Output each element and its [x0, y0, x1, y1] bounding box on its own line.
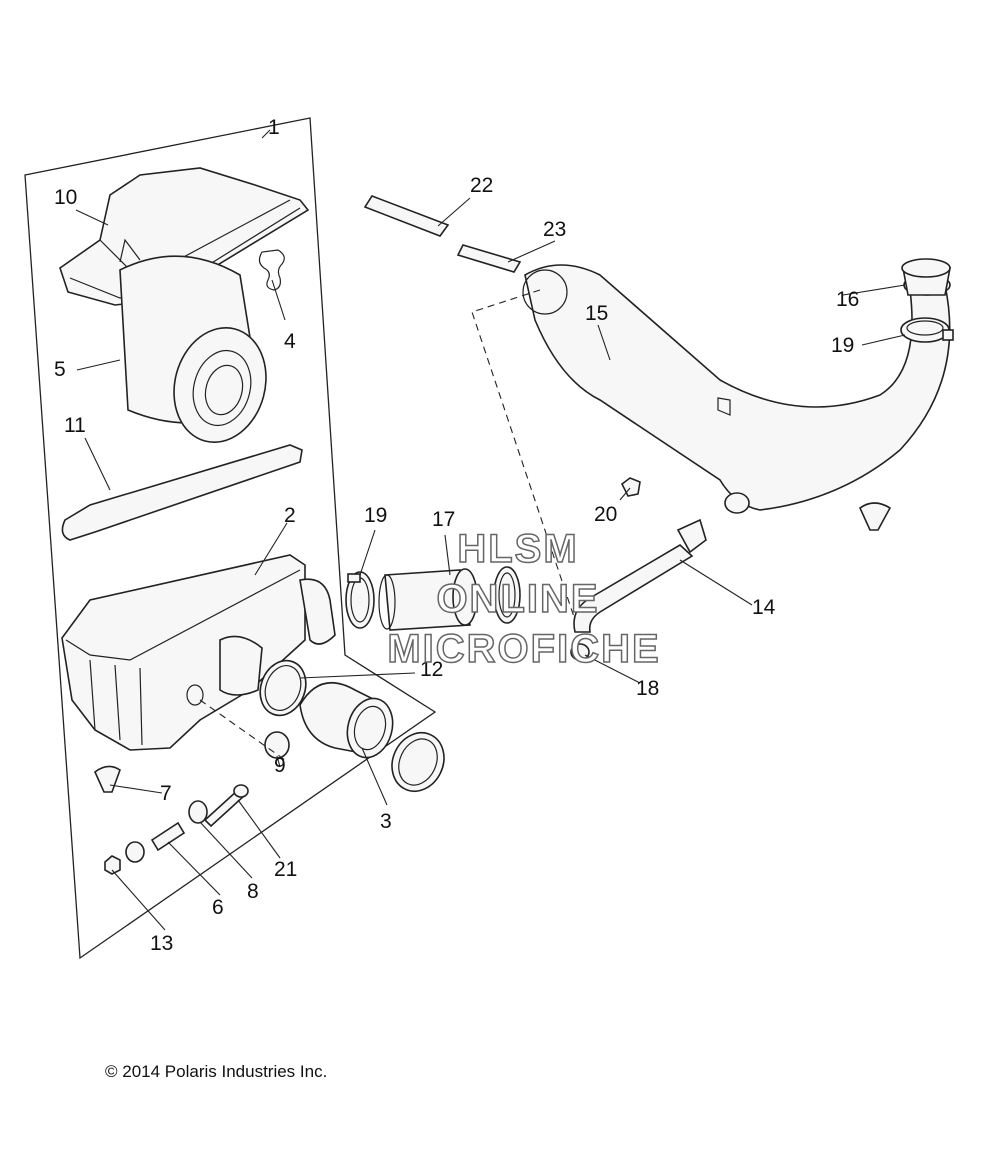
hose-clamp-19-right [900, 317, 954, 343]
nut [104, 841, 145, 875]
drain-valve [94, 765, 121, 793]
callout-20: 20 [594, 503, 617, 526]
callout-13: 13 [150, 932, 173, 955]
callout-4: 4 [284, 330, 296, 353]
copyright-notice: © 2014 Polaris Industries Inc. [105, 1062, 328, 1081]
callout-1: 1 [268, 116, 280, 139]
callout-11: 11 [64, 414, 86, 437]
callout-22: 22 [470, 174, 493, 197]
watermark-line-3: MICROFICHE [387, 627, 660, 671]
airbox-base [61, 554, 336, 751]
air-filter [119, 255, 267, 444]
bolt [203, 784, 249, 828]
airbox-seal [61, 444, 303, 541]
callout-21: 21 [274, 858, 297, 881]
callout-7: 7 [160, 782, 172, 805]
breather-hose [573, 518, 707, 633]
sleeve [150, 821, 186, 852]
callout-3: 3 [380, 810, 392, 833]
callout-9: 9 [274, 754, 286, 777]
callout-2: 2 [284, 504, 296, 527]
fitting [570, 643, 590, 661]
callout-17: 17 [432, 508, 455, 531]
assembly-frame [24, 117, 437, 960]
hose-clamp-12 [259, 659, 307, 717]
decal-22 [363, 195, 450, 237]
callout-15: 15 [585, 302, 608, 325]
callout-23: 23 [543, 218, 566, 241]
callout-19-left: 19 [364, 504, 387, 527]
leader-lines [75, 129, 906, 931]
watermark-line-2: ONLINE [436, 577, 599, 621]
screw [620, 477, 641, 497]
callout-14: 14 [752, 596, 776, 619]
grommet [188, 800, 208, 824]
intake-boot [299, 681, 394, 759]
callout-6: 6 [212, 896, 224, 919]
callout-19-right: 19 [831, 334, 854, 357]
dashed-line-airbox [199, 699, 286, 761]
watermark: HLSM ONLINE MICROFICHE [387, 526, 660, 672]
intake-cap [901, 258, 951, 296]
callout-8: 8 [247, 880, 259, 903]
callout-10: 10 [54, 186, 77, 209]
watermark-line-1: HLSM [457, 527, 578, 571]
callout-5: 5 [54, 358, 66, 381]
callout-12: 12 [420, 658, 443, 681]
callout-16: 16 [836, 288, 859, 311]
callout-18: 18 [636, 677, 659, 700]
small-plug [858, 502, 892, 531]
hose-clamp-17 [493, 566, 521, 624]
intake-duct [378, 568, 478, 631]
decal-23 [456, 244, 522, 273]
hose-clamp-19-left [345, 571, 375, 629]
hose-clamp-3 [391, 732, 445, 792]
